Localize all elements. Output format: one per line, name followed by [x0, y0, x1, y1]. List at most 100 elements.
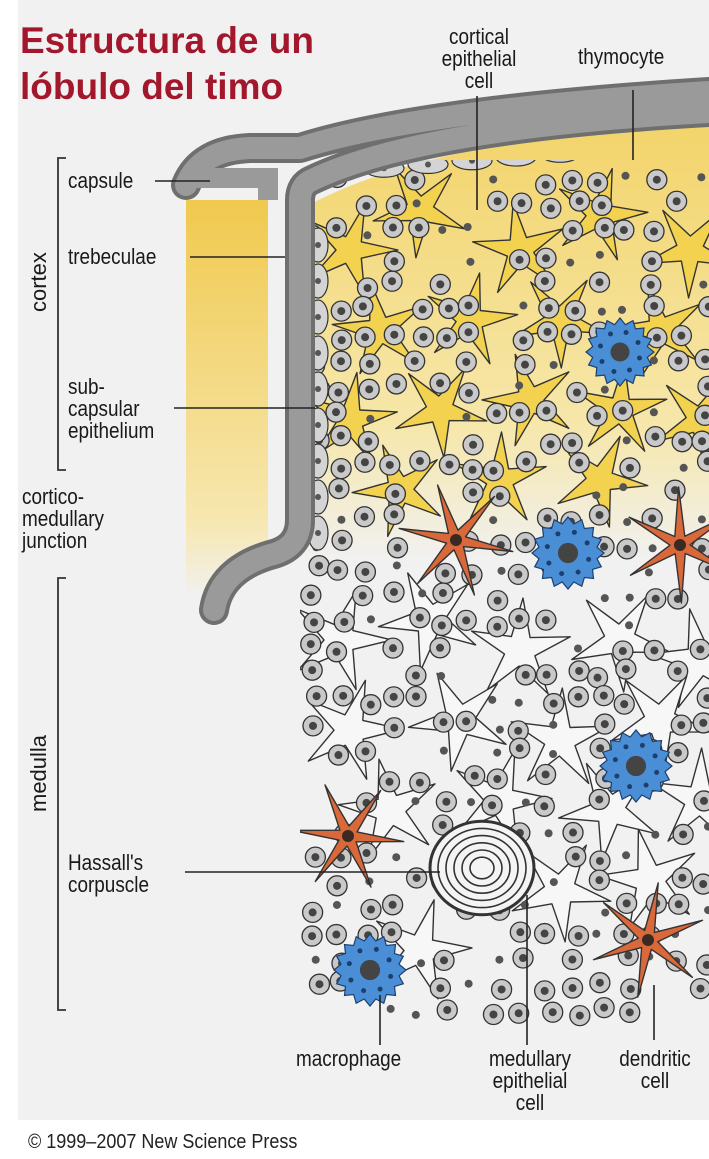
- epithelial-nucleus: [489, 175, 497, 183]
- thymocyte-nucleus: [623, 545, 631, 553]
- thymocyte-nucleus: [576, 1012, 584, 1020]
- thymocyte-nucleus: [411, 357, 419, 365]
- thymocyte-nucleus: [364, 438, 372, 446]
- thymocyte-nucleus: [436, 984, 444, 992]
- thymocyte-nucleus: [439, 589, 447, 597]
- thymocyte-nucleus: [601, 720, 609, 728]
- macrophage-cell-granule: [388, 974, 393, 979]
- thymocyte-nucleus: [332, 224, 340, 232]
- thymocyte-nucleus: [547, 440, 555, 448]
- macrophage-cell-granule: [559, 571, 564, 576]
- epithelial-nucleus: [598, 308, 606, 316]
- thymocyte-nucleus: [465, 389, 473, 397]
- macrophage-cell-granule: [614, 774, 619, 779]
- thymocyte-nucleus: [489, 467, 497, 475]
- thymocyte-nucleus: [337, 307, 345, 315]
- thymocyte-nucleus: [567, 330, 575, 338]
- epithelial-nucleus: [392, 853, 400, 861]
- epithelial-nucleus: [437, 672, 445, 680]
- thymocyte-nucleus: [362, 747, 370, 755]
- thymocyte-nucleus: [493, 775, 501, 783]
- thymocyte-nucleus: [307, 591, 315, 599]
- thymocyte-nucleus: [700, 797, 708, 805]
- macrophage-cell-granule: [374, 947, 379, 952]
- epithelial-nucleus: [489, 516, 497, 524]
- epithelial-nucleus: [363, 231, 371, 239]
- thymocyte-nucleus: [569, 984, 577, 992]
- thymocyte-nucleus: [522, 671, 530, 679]
- thymocyte-nucleus: [601, 224, 609, 232]
- thymocyte-nucleus: [600, 1004, 608, 1012]
- thymocyte-nucleus: [620, 700, 628, 708]
- dendritic-nucleus: [450, 534, 462, 546]
- thymocyte-nucleus: [596, 744, 604, 752]
- subcapsular-nucleus: [315, 422, 321, 428]
- subcapsular-nucleus: [425, 162, 431, 168]
- dendritic-line-2: cell: [608, 1070, 703, 1092]
- macrophage-cell-granule: [586, 557, 591, 562]
- epithelial-nucleus: [466, 258, 474, 266]
- macrophage-cell-granule: [357, 948, 362, 953]
- epithelial-nucleus: [545, 829, 553, 837]
- thymocyte-nucleus: [572, 853, 580, 861]
- thymocyte-nucleus: [308, 932, 316, 940]
- thymocyte-nucleus: [674, 357, 682, 365]
- trebeculae-label: trebeculae: [68, 246, 156, 268]
- epithelial-nucleus: [412, 1011, 420, 1019]
- epithelial-nucleus: [333, 901, 341, 909]
- thymocyte-nucleus: [412, 671, 420, 679]
- title-line-1: Estructura de un: [20, 18, 400, 64]
- subcapsular-nucleus: [315, 386, 321, 392]
- thymocyte-nucleus: [389, 901, 397, 909]
- thymocyte-nucleus: [469, 466, 477, 474]
- macrophage-cell-granule: [347, 961, 352, 966]
- epithelial-nucleus: [496, 726, 504, 734]
- epithelial-nucleus: [550, 878, 558, 886]
- epithelial-nucleus: [549, 721, 557, 729]
- macrophage-cell-granule: [613, 757, 618, 762]
- thymocyte-nucleus: [494, 597, 502, 605]
- thymocyte-nucleus: [445, 461, 453, 469]
- epithelial-nucleus: [417, 959, 425, 967]
- thymocyte-nucleus: [624, 952, 632, 960]
- thymocyte-nucleus: [308, 666, 316, 674]
- thymocyte-nucleus: [441, 569, 449, 577]
- thymocyte-nucleus: [332, 408, 340, 416]
- subcapsular-nucleus: [315, 350, 321, 356]
- epithelial-nucleus: [465, 980, 473, 988]
- thymocyte-nucleus: [416, 457, 424, 465]
- thymocyte-nucleus: [541, 930, 549, 938]
- thymocyte-nucleus: [701, 355, 709, 363]
- thymocyte-nucleus: [541, 987, 549, 995]
- macrophage-cell-granule: [623, 744, 628, 749]
- thymocyte-nucleus: [573, 388, 581, 396]
- thymocyte-nucleus: [361, 333, 369, 341]
- epithelial-nucleus: [393, 561, 401, 569]
- thymocyte-nucleus: [367, 905, 375, 913]
- thymocyte-nucleus: [598, 201, 606, 209]
- thymocyte-nucleus: [596, 979, 604, 987]
- thymocyte-nucleus: [440, 956, 448, 964]
- thymocyte-nucleus: [575, 667, 583, 675]
- thymocyte-nucleus: [515, 615, 523, 623]
- thymocyte-nucleus: [390, 257, 398, 265]
- thymocyte-nucleus: [650, 302, 658, 310]
- thymocyte-nucleus: [596, 511, 604, 519]
- thymocyte-nucleus: [436, 280, 444, 288]
- subcapsular-line-3: epithelium: [68, 420, 154, 442]
- macrophage-cell-nucleus: [360, 960, 380, 980]
- outer-cortex-strip: [186, 200, 268, 600]
- thymocyte-nucleus: [619, 647, 627, 655]
- epithelial-nucleus: [522, 798, 530, 806]
- macrophage-cell-granule: [378, 987, 383, 992]
- subcapsular-line-1: sub-: [68, 376, 154, 398]
- cortical-line-1: cortical: [432, 26, 527, 48]
- epithelial-nucleus: [626, 594, 634, 602]
- thymocyte-nucleus: [522, 538, 530, 546]
- thymocyte-nucleus: [569, 829, 577, 837]
- thymocyte-nucleus: [549, 1008, 557, 1016]
- epithelial-nucleus: [467, 798, 475, 806]
- subcapsular-nucleus: [315, 242, 321, 248]
- epithelial-nucleus: [601, 386, 609, 394]
- subcapsular-line-2: capsular: [68, 398, 154, 420]
